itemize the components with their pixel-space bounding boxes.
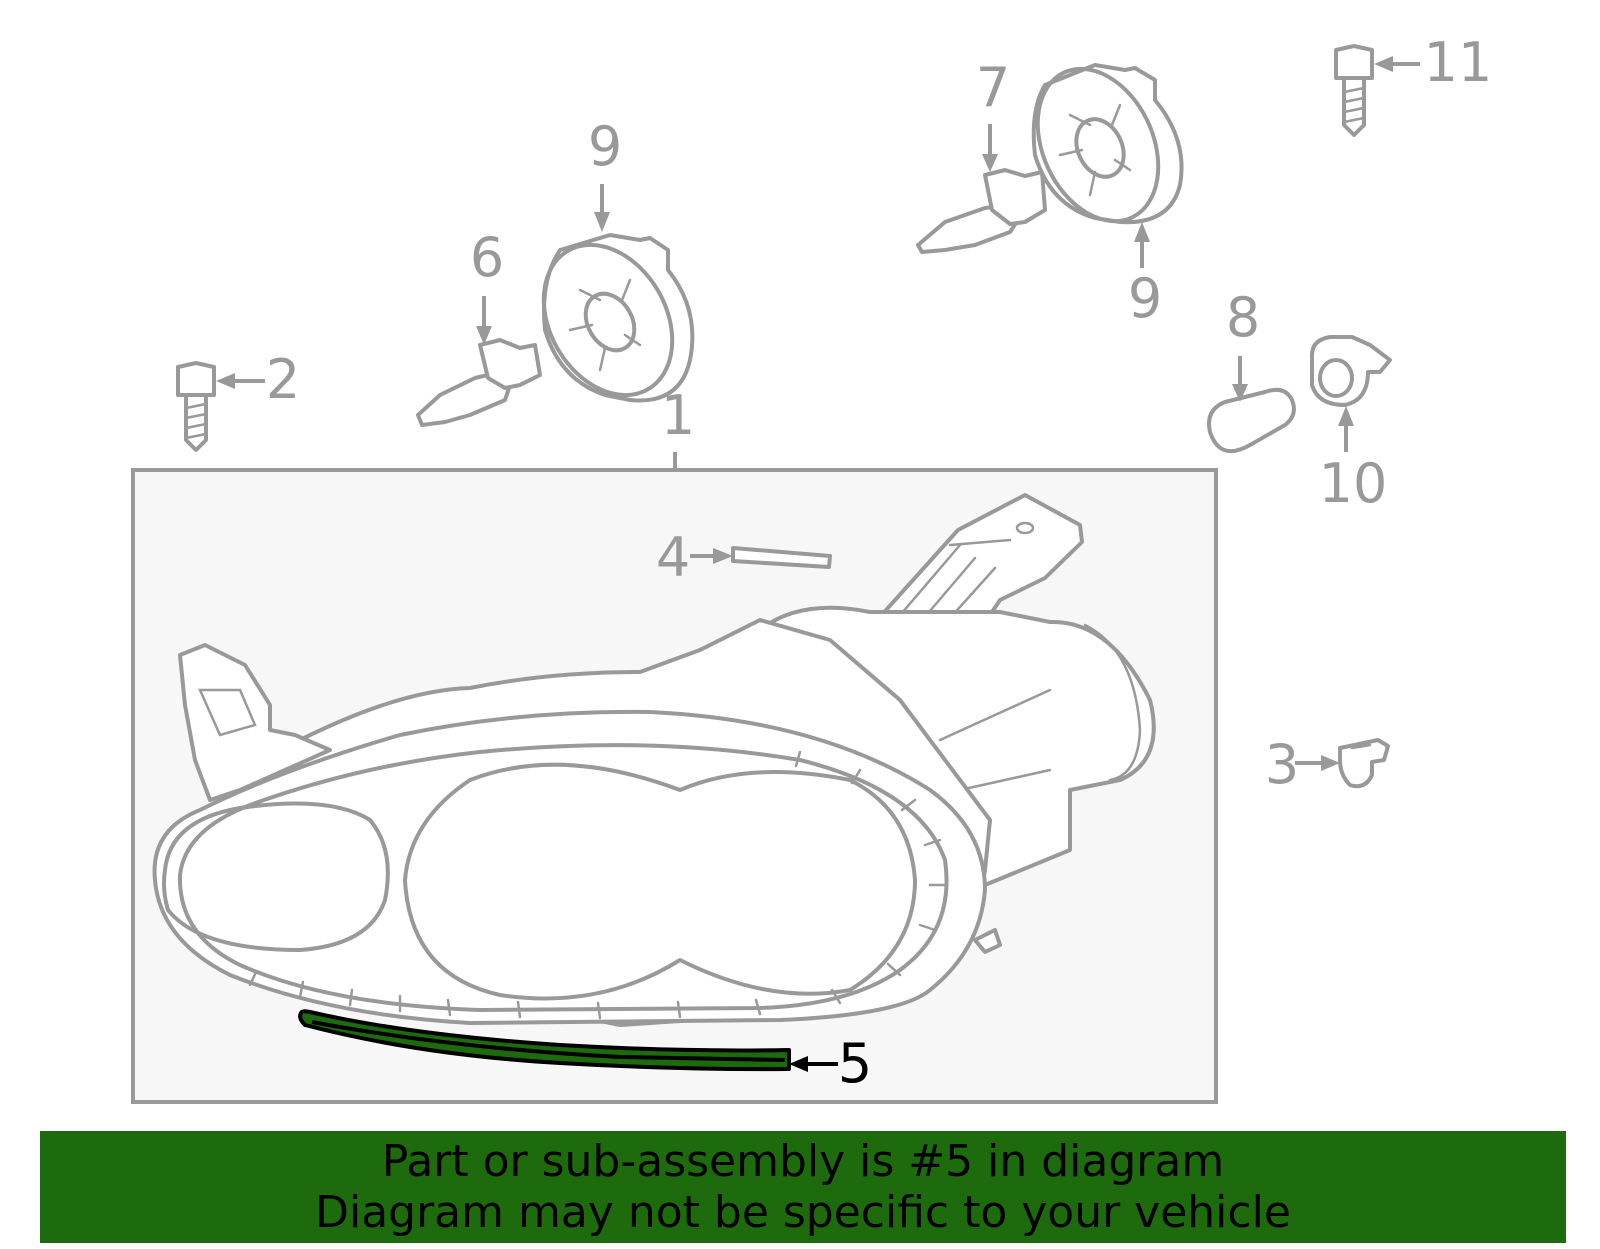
callout-2-arrowhead <box>216 373 235 389</box>
callout-11: 11 <box>1424 31 1493 94</box>
callout-7: 7 <box>976 56 1010 119</box>
part-5-trim-inner-line <box>311 1020 786 1062</box>
callout-9a: 9 <box>588 115 622 178</box>
part-6-bulb <box>416 338 542 427</box>
part-4-strip <box>731 546 832 569</box>
part-5-highlighted-trim <box>298 1009 791 1072</box>
callout-11-arrowhead <box>1374 56 1393 72</box>
callout-8: 8 <box>1226 286 1260 349</box>
callout-10-arrowhead <box>1338 406 1354 426</box>
callout-5-arrowhead <box>789 1056 808 1072</box>
callout-4: 4 <box>656 526 690 589</box>
banner-line-part: Part or sub-assembly is #5 in diagram <box>381 1136 1225 1187</box>
part-11-bolt <box>1334 44 1374 137</box>
callout-10: 10 <box>1319 452 1388 515</box>
headlamp-housing <box>152 493 1156 1027</box>
callout-5: 5 <box>838 1032 872 1095</box>
callout-7-arrowhead <box>982 154 998 172</box>
part-10-socket <box>1310 335 1392 407</box>
part-9-socket-right <box>1031 63 1184 225</box>
part-9-socket-left <box>541 233 695 403</box>
callout-9a-arrowhead <box>594 212 610 232</box>
info-banner: Part or sub-assembly is #5 in diagram Di… <box>40 1131 1566 1243</box>
callout-3: 3 <box>1265 733 1299 796</box>
callout-3-arrowhead <box>1321 755 1340 771</box>
callout-6-arrowhead <box>476 326 492 345</box>
callout-6: 6 <box>470 226 504 289</box>
part-8-bulb <box>1207 387 1296 454</box>
callout-2: 2 <box>266 348 300 411</box>
callout-9b-arrowhead <box>1134 222 1150 242</box>
callout-8-arrowhead <box>1232 384 1248 402</box>
part-2-bolt <box>176 361 216 452</box>
banner-line-disclaimer: Diagram may not be specific to your vehi… <box>315 1187 1291 1238</box>
callout-4-arrowhead <box>713 548 733 564</box>
part-3-clip <box>1338 738 1390 789</box>
callout-9b: 9 <box>1128 267 1162 330</box>
part-7-bulb <box>916 168 1047 254</box>
